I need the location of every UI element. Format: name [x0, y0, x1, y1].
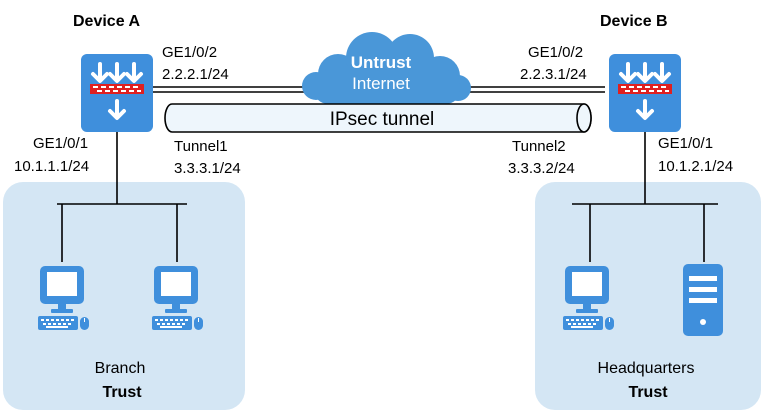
device-a-tunnel-if: Tunnel1 [174, 138, 228, 155]
pc-icon [151, 265, 204, 331]
branch-lan-links [57, 132, 187, 262]
hq-lan-links [572, 132, 718, 262]
device-b-tunnel-if: Tunnel2 [512, 138, 566, 155]
internet-label: Internet [352, 74, 410, 93]
device-b-tunnel-ip: 3.3.3.2/24 [508, 160, 575, 177]
device-a-wan-ip: 2.2.2.1/24 [162, 66, 229, 83]
pc-icon [562, 265, 615, 331]
device-b-lan-if: GE1/0/1 [658, 135, 713, 152]
tunnel-label: IPsec tunnel [330, 109, 435, 130]
device-a-lan-if: GE1/0/1 [33, 135, 88, 152]
device-b-wan-if: GE1/0/2 [528, 44, 583, 61]
untrust-label: Untrust [351, 53, 412, 72]
cloud-icon [302, 32, 471, 104]
device-a-lan-ip: 10.1.1.1/24 [14, 158, 89, 175]
device-b-name: Device B [600, 13, 668, 30]
hq-zone-label: Trust [628, 384, 668, 401]
firewall-icon [607, 52, 683, 134]
device-a-name: Device A [73, 13, 140, 30]
device-b-lan-ip: 10.1.2.1/24 [658, 158, 733, 175]
device-a-wan-if: GE1/0/2 [162, 44, 217, 61]
branch-zone [3, 182, 245, 410]
ipsec-tunnel [164, 103, 592, 133]
server-icon [683, 264, 723, 336]
device-a-tunnel-ip: 3.3.3.1/24 [174, 160, 241, 177]
branch-name: Branch [95, 360, 146, 377]
firewall-icon [79, 52, 155, 134]
hq-name: Headquarters [598, 360, 695, 377]
branch-zone-label: Trust [102, 384, 142, 401]
pc-icon [37, 265, 90, 331]
device-b-wan-ip: 2.2.3.1/24 [520, 66, 587, 83]
